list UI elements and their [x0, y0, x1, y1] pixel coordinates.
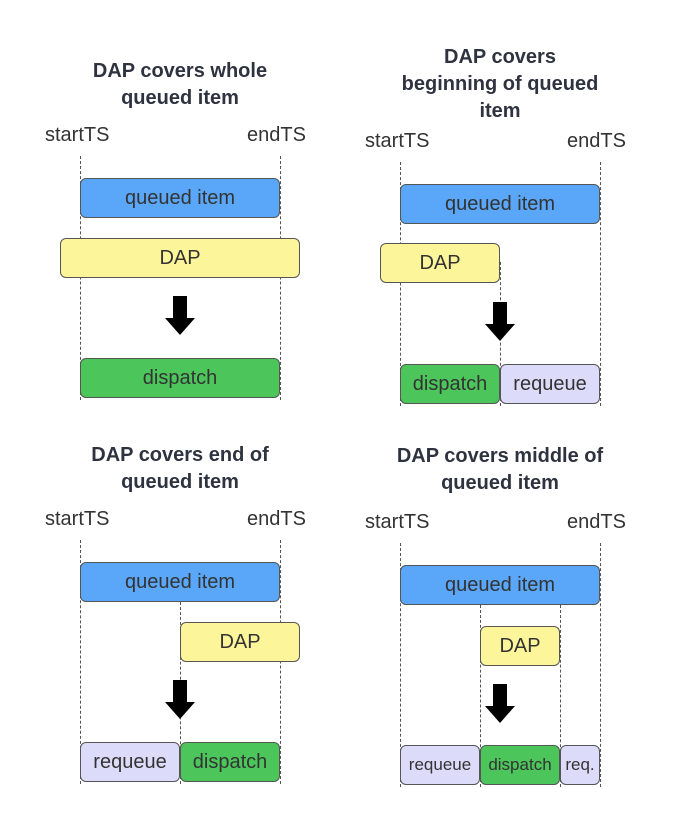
- panel-title: DAP covers end of queued item: [91, 444, 269, 493]
- start-line: [80, 156, 81, 400]
- arrow-down-icon: [165, 296, 195, 335]
- dap-box: DAP: [380, 243, 500, 283]
- arrow-down-icon: [165, 680, 195, 719]
- end-line: [280, 540, 281, 784]
- panel-title: DAP covers middle of queued item: [396, 445, 604, 494]
- queued-item-box: queued item: [80, 178, 280, 218]
- split-line-right: [560, 605, 561, 787]
- dispatch-box: dispatch: [400, 364, 500, 404]
- end-line: [600, 543, 601, 787]
- start-label: startTS: [45, 508, 110, 530]
- end-label: endTS: [567, 130, 626, 152]
- dispatch-box: dispatch: [80, 358, 280, 398]
- panel-title: DAP covers whole queued item: [92, 60, 268, 109]
- requeue-box: requeue: [500, 364, 600, 404]
- queued-item-box: queued item: [80, 562, 280, 602]
- dispatch-box: dispatch: [180, 742, 280, 782]
- end-line: [600, 162, 601, 406]
- start-line: [400, 162, 401, 406]
- end-line: [280, 156, 281, 400]
- dap-box: DAP: [480, 626, 560, 666]
- start-label: startTS: [365, 511, 430, 533]
- split-line-left: [480, 605, 481, 787]
- start-label: startTS: [365, 130, 430, 152]
- start-label: startTS: [45, 124, 110, 146]
- dap-box: DAP: [180, 622, 300, 662]
- start-line: [400, 543, 401, 787]
- panel-title: DAP covers beginning of queued item: [401, 46, 599, 122]
- dispatch-box: dispatch: [480, 745, 560, 785]
- requeue-box: requeue: [400, 745, 480, 785]
- end-label: endTS: [247, 508, 306, 530]
- start-line: [80, 540, 81, 784]
- end-label: endTS: [247, 124, 306, 146]
- queued-item-box: queued item: [400, 184, 600, 224]
- arrow-down-icon: [485, 684, 515, 723]
- requeue-box: requeue: [80, 742, 180, 782]
- dap-box: DAP: [60, 238, 300, 278]
- arrow-down-icon: [485, 302, 515, 341]
- end-label: endTS: [567, 511, 626, 533]
- queued-item-box: queued item: [400, 565, 600, 605]
- requeue-short-box: req.: [560, 745, 600, 785]
